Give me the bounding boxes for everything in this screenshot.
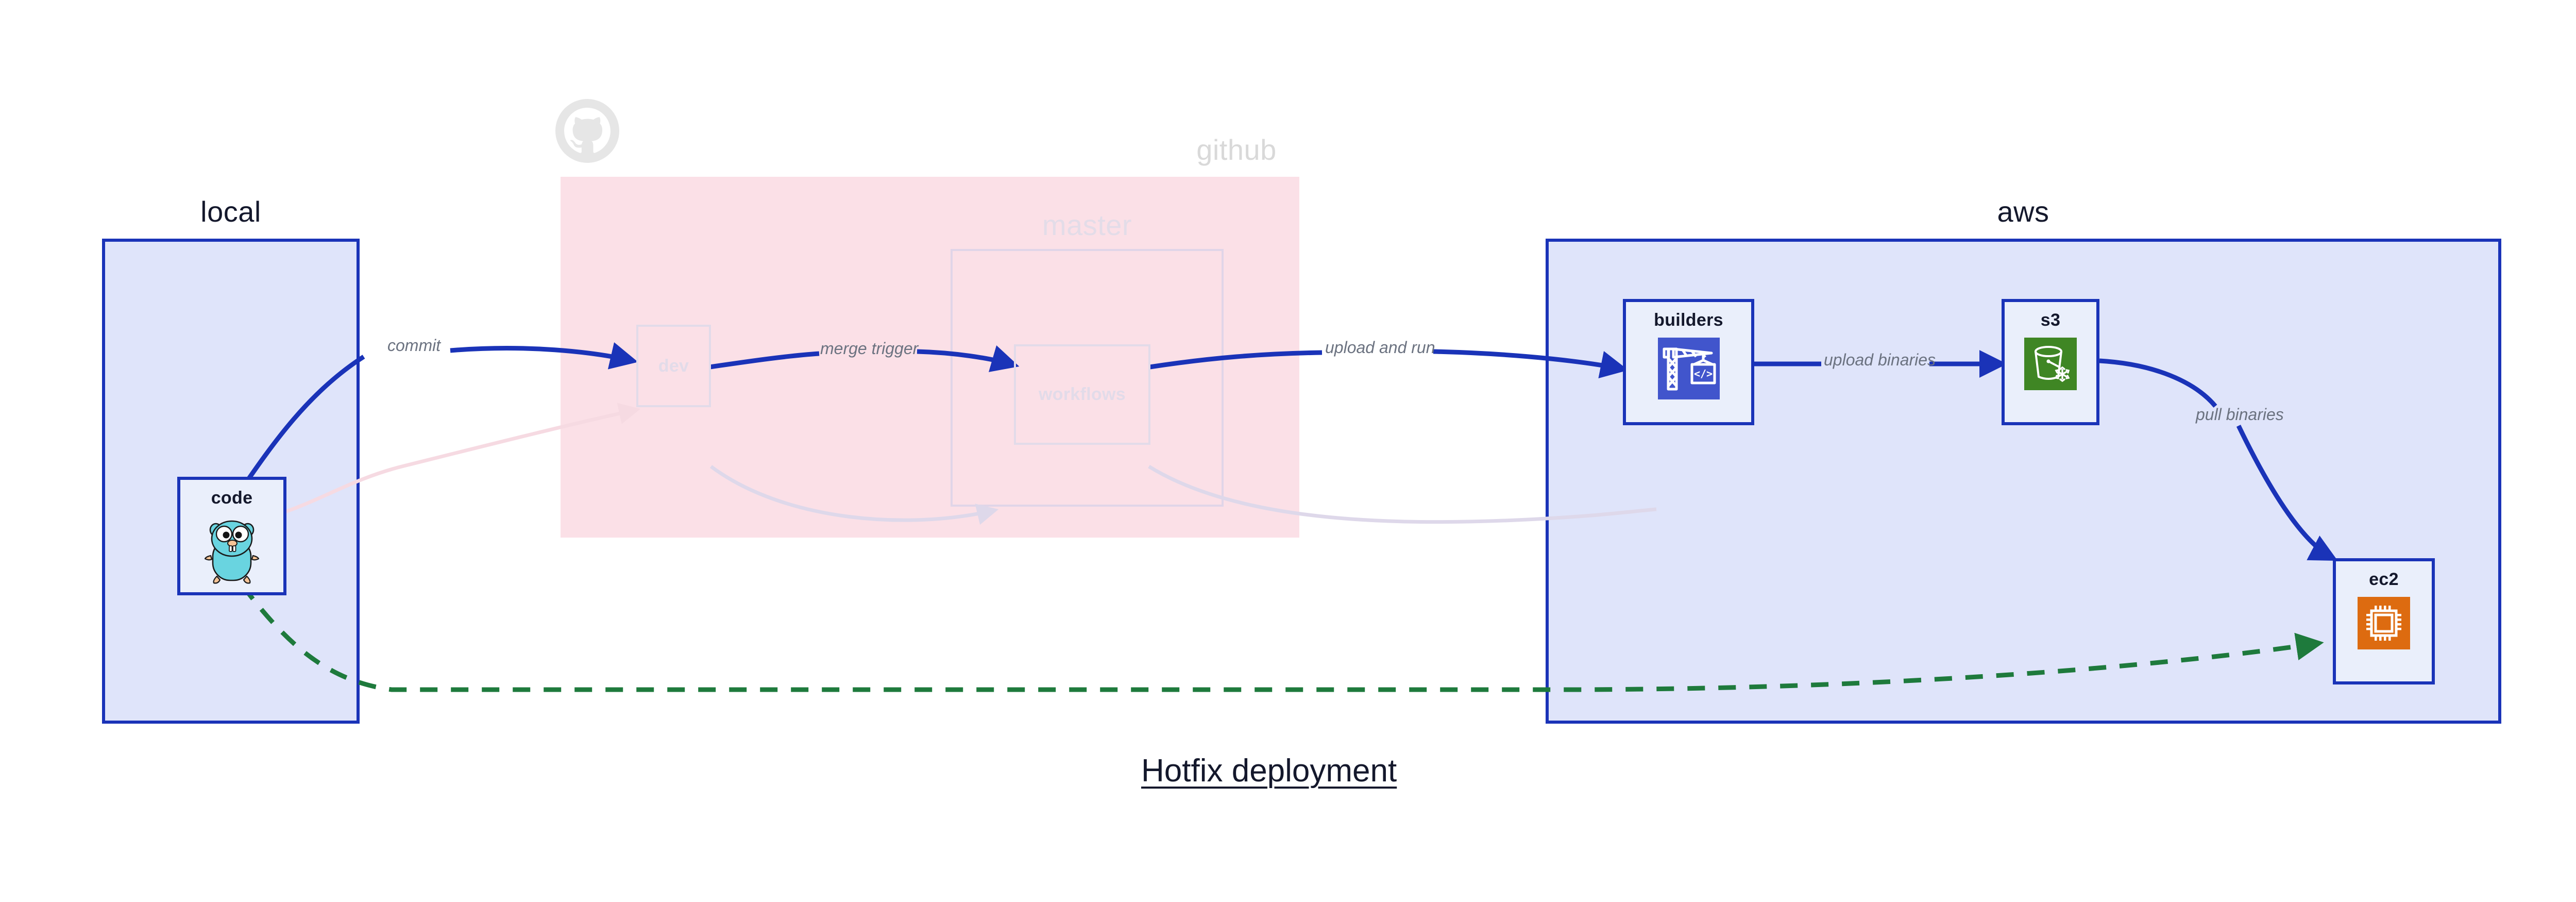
- group-master: [951, 249, 1224, 507]
- node-code[interactable]: code: [177, 477, 286, 595]
- edge-dev-workflows-seg1: [709, 351, 820, 370]
- edge-label-upload-and-run: upload and run: [1325, 338, 1435, 357]
- diagram-title: Hotfix deployment: [1141, 753, 1397, 789]
- edge-s3-ec2-seg2: [2236, 425, 2338, 561]
- node-workflows-label: workflows: [1039, 385, 1126, 404]
- svg-text:</>: </>: [1693, 368, 1712, 380]
- edge-workflows-out-faded: [1148, 465, 1657, 524]
- edge-dev-workflows-seg2: [917, 345, 1020, 372]
- group-title-local: local: [200, 195, 261, 228]
- edge-workflows-builders-seg2: [1433, 349, 1629, 379]
- edge-code-dev-seg2: [450, 342, 638, 370]
- edge-label-merge-trigger: merge trigger: [820, 339, 919, 358]
- edge-label-upload-binaries: upload binaries: [1824, 350, 1936, 369]
- node-code-label: code: [211, 488, 253, 508]
- group-github: [561, 177, 1299, 538]
- github-octocat-icon: [555, 99, 619, 163]
- group-title-aws: aws: [1997, 195, 2049, 228]
- node-builders-label: builders: [1654, 310, 1723, 330]
- group-title-github: github: [1196, 133, 1277, 166]
- aws-codebuild-icon: </>: [1657, 338, 1720, 402]
- aws-s3-glacier-icon: [2024, 338, 2077, 393]
- aws-ec2-icon: [2358, 597, 2410, 652]
- node-dev-label: dev: [658, 356, 689, 376]
- node-s3[interactable]: s3: [2002, 299, 2099, 425]
- go-gopher-icon: [204, 515, 260, 588]
- edge-label-pull-binaries: pull binaries: [2196, 405, 2284, 424]
- edge-s3-ec2-seg1: [2099, 358, 2217, 408]
- node-dev[interactable]: dev: [636, 325, 711, 407]
- node-builders[interactable]: builders: [1623, 299, 1754, 425]
- edge-code-ec2-dashed: [240, 583, 2324, 692]
- edge-workflows-builders-seg1: [1149, 350, 1323, 370]
- edge-code-dev-seg1: [239, 355, 365, 491]
- node-s3-label: s3: [2040, 310, 2061, 330]
- node-workflows[interactable]: workflows: [1014, 344, 1150, 445]
- node-ec2[interactable]: ec2: [2333, 558, 2435, 684]
- edge-dev-workflows-faded: [709, 465, 999, 525]
- node-ec2-label: ec2: [2369, 570, 2399, 589]
- edge-label-commit: commit: [387, 336, 441, 355]
- group-title-master: master: [1042, 209, 1132, 241]
